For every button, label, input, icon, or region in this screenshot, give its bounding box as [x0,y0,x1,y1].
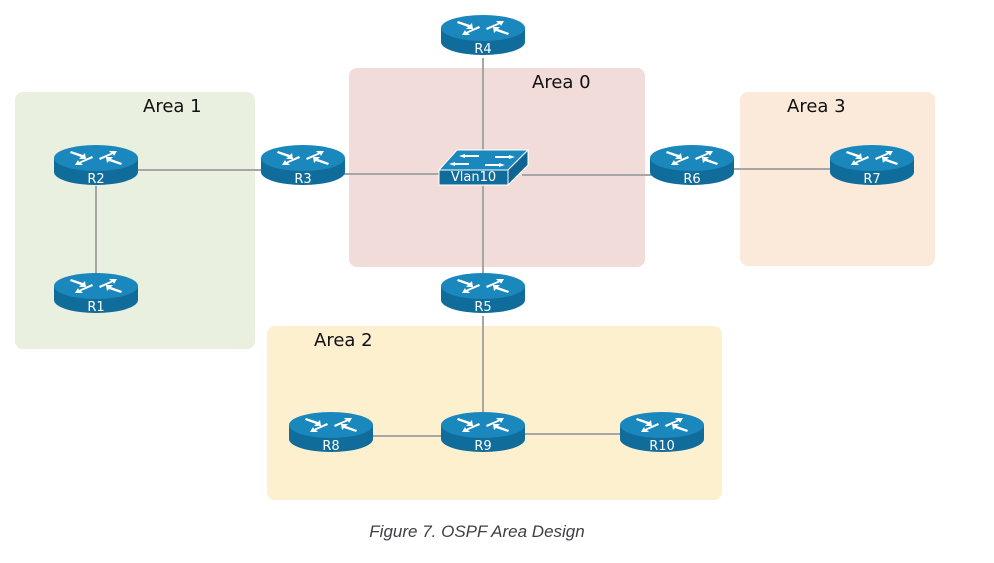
router-label: R10 [649,439,675,454]
router-label: R5 [474,300,492,315]
switch-icon [437,148,530,187]
router-label: R2 [87,172,105,187]
router-r9[interactable]: R9 [440,411,526,455]
router-label: R6 [683,172,701,187]
router-icon [649,144,735,188]
area-3-label: Area 3 [787,96,846,117]
area-1-box [15,92,255,349]
router-r3[interactable]: R3 [260,144,346,188]
router-icon [260,144,346,188]
figure-caption: Figure 7. OSPF Area Design [369,522,585,541]
router-label: R8 [322,439,340,454]
area-1-label: Area 1 [143,96,202,117]
router-icon [440,14,526,58]
router-r10[interactable]: R10 [619,411,705,455]
router-icon [288,411,374,455]
router-label: R4 [474,42,492,57]
router-r2[interactable]: R2 [53,144,139,188]
router-icon [53,272,139,316]
router-icon [53,144,139,188]
router-r4[interactable]: R4 [440,14,526,58]
router-r1[interactable]: R1 [53,272,139,316]
switch-label: Vlan10 [450,170,497,185]
router-label: R7 [863,172,881,187]
router-label: R1 [87,300,105,315]
router-icon [440,272,526,316]
router-r6[interactable]: R6 [649,144,735,188]
router-r7[interactable]: R7 [829,144,915,188]
router-icon [619,411,705,455]
router-label: R3 [294,172,312,187]
area-0-label: Area 0 [532,72,591,93]
router-icon [440,411,526,455]
router-r5[interactable]: R5 [440,272,526,316]
area-2-label: Area 2 [314,330,373,351]
router-label: R9 [474,439,492,454]
router-r8[interactable]: R8 [288,411,374,455]
router-icon [829,144,915,188]
switch-vlan10[interactable]: Vlan10 [437,148,530,187]
